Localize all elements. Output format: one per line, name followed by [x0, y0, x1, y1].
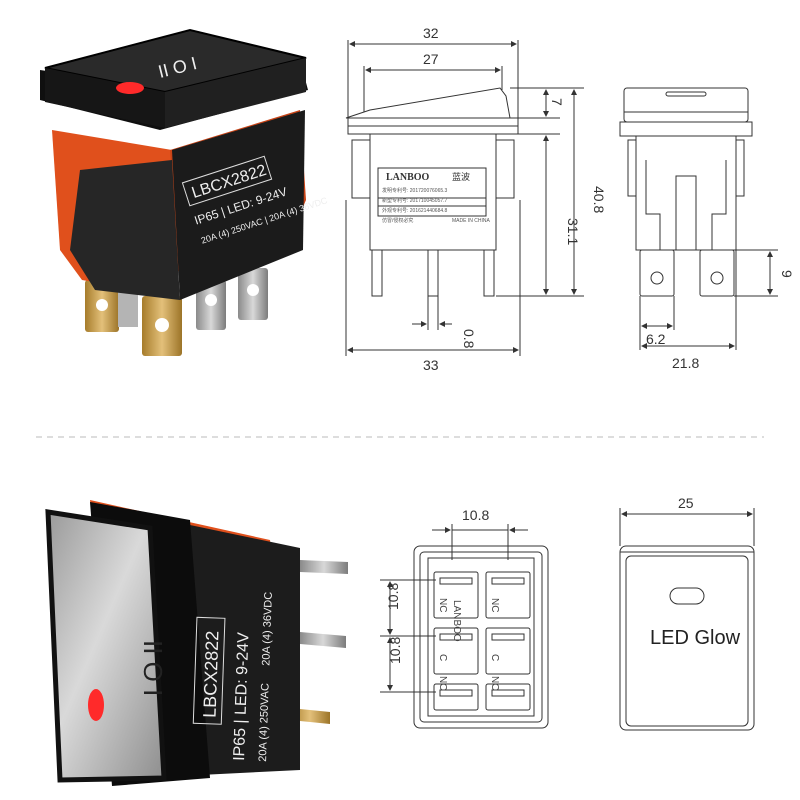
dim-0-8: 0.8 [461, 329, 477, 349]
seal-right [495, 139, 515, 199]
rating-dc-bottom: 20A (4) 36VDC [260, 592, 275, 666]
side-terminal-1 [300, 560, 348, 574]
side-bezel [619, 121, 753, 137]
black-housing-front [172, 110, 305, 300]
term-no-left [433, 683, 479, 711]
dim-21-8: 21.8 [672, 355, 699, 371]
rocker-front [45, 68, 165, 128]
dim-7: 7 [549, 98, 565, 106]
dim-31-1: 31.1 [565, 218, 581, 245]
term-nc-right [485, 571, 531, 619]
dim-33: 33 [423, 357, 439, 373]
brand-cn-front: 蓝波 [452, 171, 470, 183]
pin-mid [427, 249, 439, 297]
side-terminal-2 [300, 632, 346, 648]
dim-25: 25 [678, 495, 694, 511]
side-body [635, 135, 737, 251]
led-window [669, 587, 705, 605]
side-pin-right [699, 249, 735, 297]
term-c-left [433, 627, 479, 675]
terminal-layout-drawing [380, 524, 549, 729]
face-bezel [619, 545, 755, 731]
led-glow-label: LED Glow [650, 627, 741, 649]
switch-photo-top: II O I LBCX2822 IP65 | LED: 9-24V 20A (4… [40, 28, 329, 356]
dim-27: 27 [423, 51, 439, 67]
dim-6-2: 6.2 [646, 331, 666, 347]
face-panel [625, 555, 749, 727]
term-no-right [485, 683, 531, 711]
label-line-2: 新型专利号: 201710045057.7 [382, 197, 448, 204]
terminal-hole-3 [205, 294, 217, 306]
dim-32: 32 [423, 25, 439, 41]
rating-ac-bottom: 20A (4) 250VAC [257, 683, 272, 762]
terminal-no-right: NO [489, 676, 500, 691]
housing-side-bottom [190, 525, 300, 775]
switch-photo-bottom: II O I LBCX2822 IP65 | LED: 9-24V 20A (4… [45, 500, 348, 786]
rocker-outline [345, 87, 511, 119]
terminal-brand-mark: LANBOO [451, 600, 462, 642]
led-indicator [116, 82, 144, 94]
side-pin-left [639, 249, 675, 297]
face-view-drawing [619, 508, 755, 731]
dim-10-8-h: 10.8 [462, 507, 489, 523]
seal-left [351, 139, 371, 199]
model-box-bottom [192, 616, 226, 725]
dim-10-8-v1: 10.8 [385, 583, 401, 610]
rating-line1-bottom: IP65 | LED: 9-24V [231, 632, 252, 762]
pin-left [371, 249, 383, 297]
label-footer-right: MADE IN CHINA [452, 218, 490, 224]
term-c-right [485, 627, 531, 675]
pin-right [483, 249, 495, 297]
rocker-face [45, 509, 167, 783]
term-nc-left [433, 571, 479, 619]
terminal-hole-2 [155, 318, 169, 332]
label-line-1: 发明专利号: 201720076065.3 [382, 187, 448, 194]
label-line-3: 外观专利号: 201621440684.8 [382, 207, 448, 214]
terminal-c-left: C [437, 654, 448, 661]
brand-mark-front: LANBOO [386, 172, 430, 183]
terminal-no-left: NO [437, 676, 448, 691]
model-number-bottom: LBCX2822 [199, 630, 222, 718]
outer-housing [413, 545, 549, 729]
side-view-drawing [619, 87, 753, 297]
dim-9: 9 [779, 270, 795, 278]
label-footer-left: 仿冒/侵权必究 [382, 217, 413, 224]
rocker-side [165, 58, 306, 128]
terminal-hole-1 [96, 299, 108, 311]
model-box [181, 155, 273, 207]
label-box [377, 167, 487, 217]
led-indicator-bottom [88, 689, 104, 721]
terminal-hole-4 [247, 284, 259, 296]
black-housing-side [70, 160, 180, 300]
side-rocker [623, 87, 749, 123]
terminal-nc-left: NC [437, 598, 448, 612]
terminal-nc-right: NC [489, 598, 500, 612]
dim-10-8-v2: 10.8 [387, 637, 403, 664]
rocker-symbols-bottom: II O I [138, 640, 168, 696]
front-view-drawing [345, 87, 519, 297]
dim-40-8: 40.8 [591, 186, 607, 213]
terminal-c-right: C [489, 654, 500, 661]
